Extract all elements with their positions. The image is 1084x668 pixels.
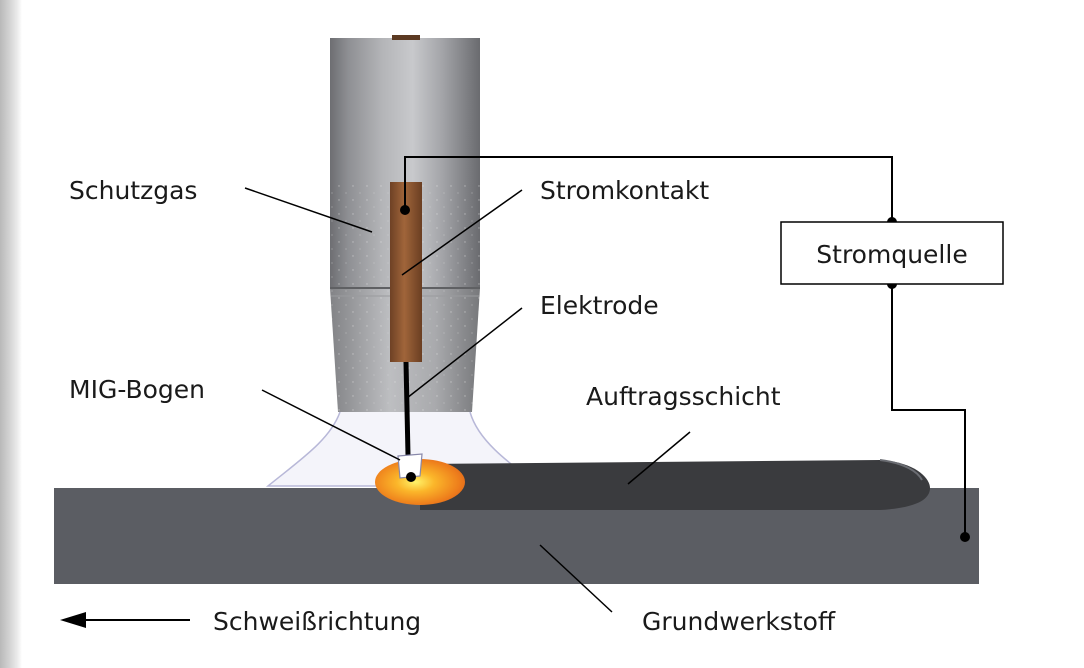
label-schutzgas: Schutzgas [69,176,197,205]
arc [397,453,423,479]
label-elektrode: Elektrode [540,291,659,320]
label-stromquelle: Stromquelle [816,240,967,269]
leader-lines [244,187,691,613]
label-auftragsschicht: Auftragsschicht [586,382,781,411]
power-source-box [780,221,1004,285]
power-circuit [404,156,966,537]
page-edge-shadow [0,0,22,668]
electrode-wire [403,361,411,456]
label-grundwerkstoff: Grundwerkstoff [642,607,836,636]
label-mig-bogen: MIG-Bogen [69,375,205,404]
workpiece-junction [960,532,970,542]
arc-tip [406,472,416,482]
label-stromkontakt: Stromkontakt [540,176,709,205]
weld-pool [375,459,465,505]
label-schweissrichtung: Schweißrichtung [213,607,421,636]
weld-bead [420,460,930,510]
contact-junction [400,205,410,215]
direction-arrow-icon [60,612,190,628]
